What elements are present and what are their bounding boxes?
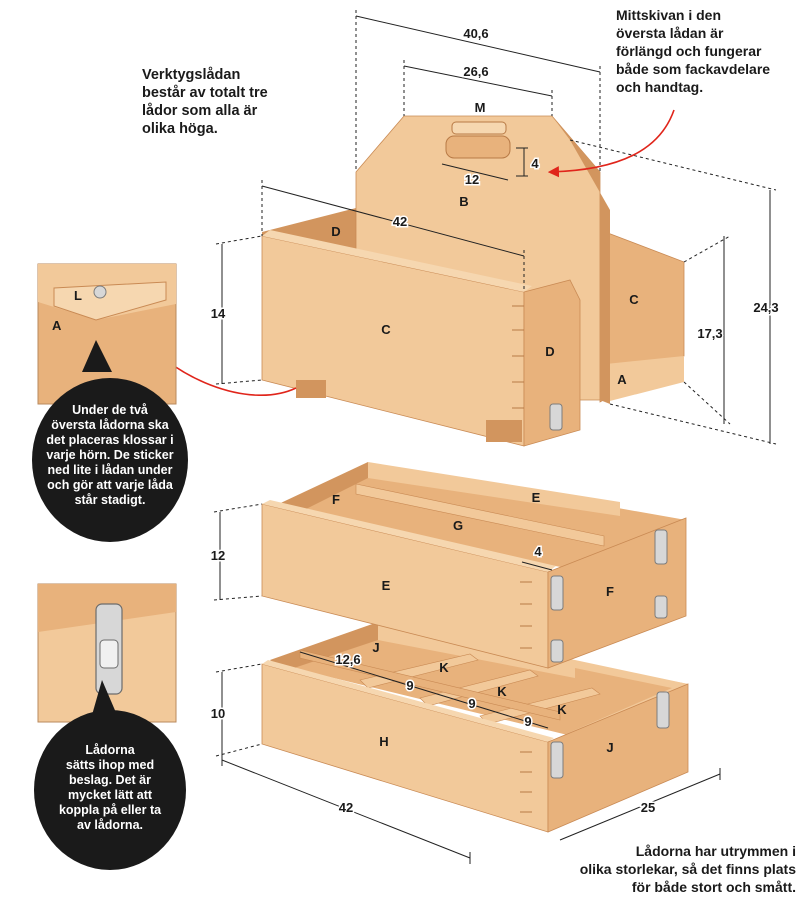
part-label-mid-end-back: F — [332, 492, 340, 507]
dimension-label-handle-slot-height: 4 — [531, 156, 539, 171]
dimension-label-bottom-depth: 25 — [641, 800, 655, 815]
dimension-label-bottom-box-height: 10 — [211, 706, 225, 721]
part-label-mid-back: E — [532, 490, 541, 505]
top-right-note: Mittskivan i den översta lådan är förlän… — [616, 6, 770, 96]
inset-label-l: L — [74, 288, 82, 303]
dimension-label-middle-box-height: 12 — [211, 548, 225, 563]
dimension-lines — [213, 10, 777, 864]
top-left-note-line: olika höga. — [142, 121, 218, 137]
bottom-box — [261, 622, 689, 833]
top-left-note: Verktygslådan består av totalt tre lådor… — [142, 66, 268, 138]
top-left-note-line: lådor som alla är — [142, 103, 258, 119]
top-right-note-line: både som fackavdelare — [616, 61, 771, 77]
top-right-note-line: och handtag. — [616, 79, 704, 95]
inset-latch — [37, 583, 177, 723]
dimension-label-bottom-compartment-2: 9 — [406, 678, 413, 693]
latch-bubble-line: beslag. Det är — [69, 773, 151, 787]
part-label-bot-divider-1: K — [439, 660, 449, 675]
corner-block-bubble-line: Under de två — [72, 403, 148, 417]
part-label-bot-end-back: J — [372, 640, 379, 655]
part-label-bot-divider-3: K — [557, 702, 567, 717]
part-label-top-inner-end: D — [331, 224, 340, 239]
bottom-right-note-line: Lådorna har utrymmen i — [635, 843, 796, 859]
top-left-note-line: Verktygslådan — [142, 67, 241, 83]
part-label-handle: M — [475, 100, 486, 115]
corner-block-bubble-line: översta lådorna ska — [51, 418, 169, 432]
dimension-label-total-width: 40,6 — [463, 26, 488, 41]
top-right-note-line: förlängd och fungerar — [616, 43, 762, 59]
corner-block-bubble-line: varje hörn. De sticker — [46, 448, 173, 462]
bottom-right-note: Lådorna har utrymmen i olika storlekar, … — [560, 842, 796, 896]
top-right-note-line: Mittskivan i den — [616, 7, 722, 23]
corner-block-bubble-line: ned lite i lådan under — [47, 463, 172, 477]
corner-block-bubble — [32, 340, 188, 542]
part-label-bot-end-front: J — [606, 740, 613, 755]
part-label-middle-board: B — [459, 194, 468, 209]
corner-block-bubble-line: det placeras klossar i — [46, 433, 173, 447]
top-left-note-line: består av totalt tre — [142, 85, 268, 101]
part-label-top-front-end: D — [545, 344, 554, 359]
middle-box — [261, 462, 687, 669]
dimension-label-bottom-length: 42 — [339, 800, 353, 815]
dimension-label-divider-offset: 4 — [534, 544, 542, 559]
latch-bubble-line: mycket lätt att — [68, 788, 153, 802]
dimension-label-bottom-compartment-4: 9 — [524, 714, 531, 729]
corner-block-bubble-line: och gör att varje låda — [47, 478, 174, 492]
dimension-label-handle-board-width: 26,6 — [463, 64, 488, 79]
part-label-mid-end-front: F — [606, 584, 614, 599]
dimension-labels: 40,6 26,6 12 4 42 14 17,3 24,3 12 4 10 12,6 9 9 9 42 25 — [209, 25, 780, 817]
dimension-label-bottom-compartment-1: 12,6 — [335, 652, 360, 667]
dimension-label-top-box-length: 42 — [393, 214, 407, 229]
part-label-top-back-side: C — [629, 292, 639, 307]
dimension-label-handle-slot-length: 12 — [465, 172, 479, 187]
bottom-right-note-line: för både stort och smått. — [631, 879, 796, 895]
bottom-right-note-line: olika storlekar, så det finns plats — [579, 861, 796, 877]
part-label-top-bottom: A — [617, 372, 627, 387]
dimension-label-total-height: 24,3 — [753, 300, 778, 315]
top-box — [261, 115, 685, 447]
part-labels: M B C C D D A F E G E F J K K K H J — [331, 100, 639, 755]
dimension-label-bottom-compartment-3: 9 — [468, 696, 475, 711]
part-label-top-front: C — [381, 322, 391, 337]
dimension-label-top-side-height: 17,3 — [697, 326, 722, 341]
latch-bubble-line: sätts ihop med — [66, 758, 154, 772]
inset-label-a: A — [52, 318, 62, 333]
corner-block-bubble-line: står stadigt. — [75, 493, 146, 507]
part-label-bot-front: H — [379, 734, 388, 749]
latch-bubble — [34, 680, 186, 870]
dimension-label-top-box-height: 14 — [211, 306, 226, 321]
latch-bubble-line: Lådorna — [85, 743, 135, 757]
top-right-note-line: översta lådan är — [616, 25, 724, 41]
latch-bubble-line: av lådorna. — [77, 818, 143, 832]
part-label-mid-divider: G — [453, 518, 463, 533]
latch-bubble-line: koppla på eller ta — [59, 803, 162, 817]
part-label-mid-front: E — [382, 578, 391, 593]
part-label-bot-divider-2: K — [497, 684, 507, 699]
top-right-note-arrow — [547, 109, 675, 178]
